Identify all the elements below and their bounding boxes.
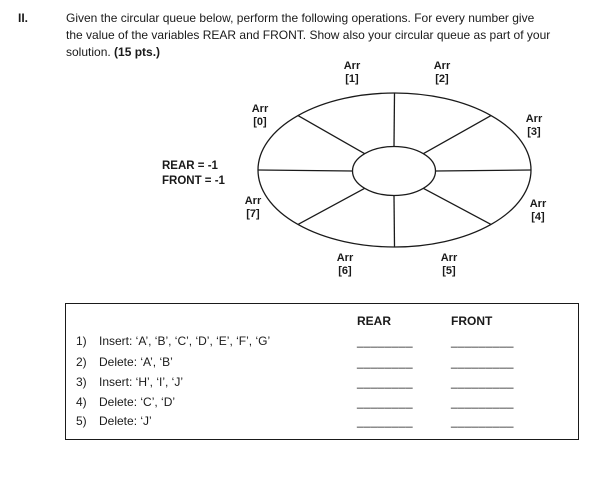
row-3-number: 3)	[76, 375, 87, 389]
rear-state-label: REAR = -1	[162, 160, 219, 172]
table-row-1: 1) Insert: ‘A’, ‘B’, ‘C’, ‘D’, ‘E’, ‘F’, …	[76, 334, 574, 350]
slot-5-name: Arr	[441, 252, 458, 264]
slot-2-index: [2]	[435, 73, 449, 85]
circular-queue-diagram: REAR = -1 FRONT = -1 Arr [0] Arr [1] Arr…	[162, 60, 547, 277]
inner-ellipse	[351, 145, 437, 197]
slot-7-name: Arr	[245, 195, 262, 207]
front-column-header: FRONT	[451, 314, 493, 328]
row-2-operation: Delete: ‘A’, ‘B’	[99, 355, 173, 369]
row-5-rear-answer-blank: ________	[357, 414, 413, 428]
table-row-5: 5) Delete: ‘J’ ________ _________	[76, 414, 574, 430]
rear-column-header: REAR	[357, 314, 392, 328]
slot-0-index: [0]	[253, 116, 267, 128]
slot-7-index: [7]	[246, 208, 260, 220]
row-1-operation: Insert: ‘A’, ‘B’, ‘C’, ‘D’, ‘E’, ‘F’, ‘G…	[99, 334, 271, 348]
slot-6-name: Arr	[337, 252, 354, 264]
front-state-label: FRONT = -1	[162, 175, 226, 187]
spoke-top	[393, 92, 396, 147]
row-4-front-answer-blank: _________	[451, 395, 514, 409]
table-row-3: 3) Insert: ‘H’, ‘I’, ‘J’ ________ _______…	[76, 375, 574, 391]
row-2-rear-answer-blank: ________	[357, 355, 413, 369]
row-1-rear-answer-blank: ________	[357, 334, 413, 348]
slot-1-index: [1]	[345, 73, 359, 85]
slot-4-name: Arr	[530, 198, 547, 210]
answer-table: REAR FRONT 1) Insert: ‘A’, ‘B’, ‘C’, ‘D’,…	[65, 303, 579, 440]
slot-1-name: Arr	[344, 60, 361, 72]
row-5-front-answer-blank: _________	[451, 414, 514, 428]
row-3-front-answer-blank: _________	[451, 375, 514, 389]
row-1-front-answer-blank: _________	[451, 334, 514, 348]
slot-4-index: [4]	[531, 211, 545, 223]
spoke-left	[257, 169, 353, 172]
question-line-1: Given the circular queue below, perform …	[66, 11, 535, 25]
spoke-right	[435, 169, 532, 172]
row-3-rear-answer-blank: ________	[357, 375, 413, 389]
spoke-lower-right	[422, 187, 492, 225]
row-4-rear-answer-blank: ________	[357, 395, 413, 409]
spoke-upper-left	[297, 115, 366, 155]
points-label: (15 pts.)	[114, 45, 161, 59]
question-line-3-text: solution.	[66, 45, 115, 59]
slot-5-index: [5]	[442, 265, 456, 277]
row-4-operation: Delete: ‘C’, ‘D’	[99, 395, 176, 409]
spoke-bottom	[393, 195, 396, 248]
row-5-operation: Delete: ‘J’	[99, 414, 152, 428]
row-3-operation: Insert: ‘H’, ‘I’, ‘J’	[99, 375, 184, 389]
row-1-number: 1)	[76, 334, 87, 348]
table-row-2: 2) Delete: ‘A’, ‘B’ ________ _________	[76, 355, 574, 371]
slot-6-index: [6]	[338, 265, 352, 277]
spoke-upper-right	[422, 115, 492, 155]
row-4-number: 4)	[76, 395, 87, 409]
question-line-2: the value of the variables REAR and FRON…	[66, 28, 551, 42]
row-5-number: 5)	[76, 414, 87, 428]
slot-0-name: Arr	[252, 103, 269, 115]
table-row-4: 4) Delete: ‘C’, ‘D’ ________ _________	[76, 395, 574, 411]
slot-2-name: Arr	[434, 60, 451, 72]
slot-3-name: Arr	[526, 113, 543, 125]
spoke-lower-left	[297, 187, 366, 225]
row-2-front-answer-blank: _________	[451, 355, 514, 369]
question-number: II.	[18, 11, 29, 25]
question-text: Given the circular queue below, perform …	[66, 10, 606, 61]
slot-3-index: [3]	[527, 126, 541, 138]
question-line-3: solution. (15 pts.)	[66, 44, 606, 61]
row-2-number: 2)	[76, 355, 87, 369]
